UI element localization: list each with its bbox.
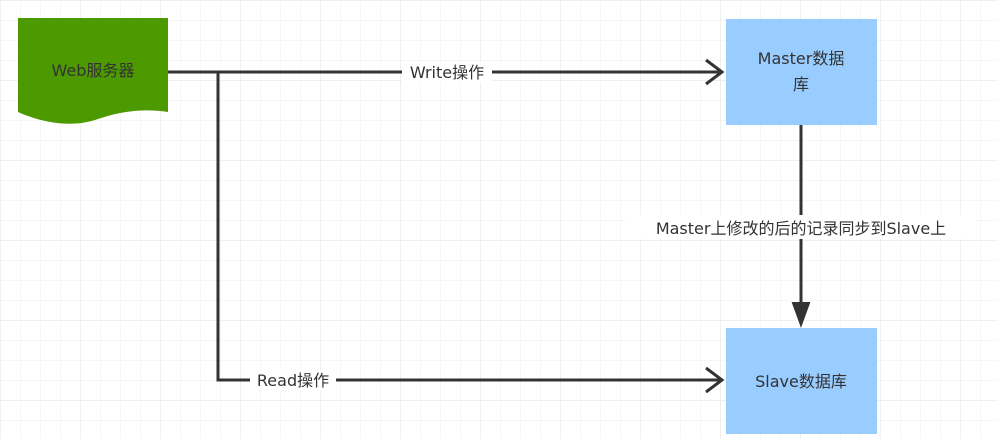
write-edge-label-bg	[402, 62, 492, 82]
write-edge-arrowhead	[705, 58, 725, 86]
sync-edge-label: Master上修改的后的记录同步到Slave上	[656, 219, 946, 238]
sync-edge[interactable]: Master上修改的后的记录同步到Slave上	[626, 125, 976, 328]
read-edge-line	[216, 72, 722, 382]
read-edge-arrowhead	[705, 366, 725, 394]
web-server-label: Web服务器	[52, 61, 135, 80]
slave-db-label: Slave数据库	[755, 372, 847, 391]
read-edge-label-bg	[250, 370, 336, 390]
web-server-node[interactable]: Web服务器	[18, 18, 168, 124]
web-server-shape	[18, 18, 168, 124]
read-edge-label: Read操作	[257, 371, 329, 390]
sync-edge-arrowhead	[791, 302, 811, 328]
master-db-label-line2: 库	[793, 75, 809, 94]
master-db-node[interactable]: Master数据 库	[726, 19, 877, 125]
write-edge[interactable]: Write操作	[168, 58, 725, 86]
read-edge[interactable]: Read操作	[216, 72, 725, 394]
master-db-label-line1: Master数据	[758, 49, 845, 68]
write-edge-label: Write操作	[410, 63, 484, 82]
slave-db-node[interactable]: Slave数据库	[726, 328, 877, 434]
master-db-shape	[726, 19, 877, 125]
sync-edge-label-bg	[626, 215, 976, 239]
slave-db-shape	[726, 328, 877, 434]
